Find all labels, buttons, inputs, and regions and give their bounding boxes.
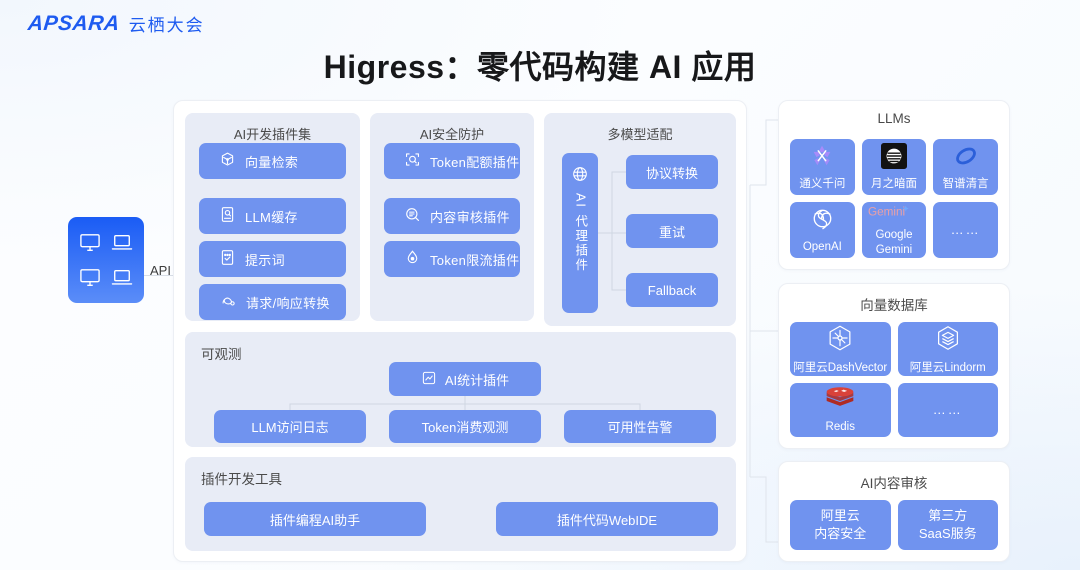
tile-label-line2: 内容安全 (814, 526, 867, 541)
tile-more-vector-db[interactable]: …… (897, 383, 998, 437)
logo-chinese-text: 云栖大会 (128, 16, 205, 35)
tile-openai[interactable]: OpenAI (790, 202, 855, 258)
llms-grid: 通义千问 月之暗面 智谱清言 OpenAI Gemini Google Gemi… (790, 139, 998, 258)
chip-vector-retrieval[interactable]: 向量检索 (199, 143, 346, 179)
api-connector-line (144, 275, 180, 276)
panel-multi-model: 多模型适配 AI 代理插件 协议转换 重试 Fallback (544, 113, 736, 326)
page-title: Higress：零代码构建 AI 应用 (323, 49, 757, 85)
card-llms: LLMs 通义千问 月之暗面 智谱清言 OpenAI Gemini Google… (778, 100, 1010, 270)
chip-protocol-convert[interactable]: 协议转换 (626, 155, 718, 189)
chip-token-quota[interactable]: Token配额插件 (384, 143, 520, 179)
chip-request-response-transform[interactable]: 请求/响应转换 (199, 284, 346, 320)
chip-token-ratelimit[interactable]: Token限流插件 (384, 241, 520, 277)
agent-label: AI 代理插件 (573, 193, 588, 273)
svg-text:Gemini: Gemini (868, 206, 905, 219)
tile-label: OpenAI (802, 240, 842, 253)
tile-label: Google Gemini (875, 229, 913, 256)
tile-label: 阿里云DashVector (793, 362, 888, 374)
tile-label-line2: SaaS服务 (918, 526, 977, 541)
chip-label: AI统计插件 (444, 372, 510, 388)
openai-logo (810, 206, 835, 235)
cache-book-icon (219, 206, 236, 226)
chip-ai-stats-plugin[interactable]: AI统计插件 (389, 362, 541, 396)
card-title-llms: LLMs (877, 111, 911, 126)
panel-observability: 可观测 AI统计插件 LLM访问日志 Token消费观测 可用性告警 (185, 332, 736, 447)
tile-zhipu[interactable]: 智谱清言 (933, 139, 998, 195)
client-devices-block (68, 217, 144, 303)
monitor-icon (79, 268, 101, 288)
tile-qwen[interactable]: 通义千问 (790, 139, 855, 195)
tile-label-line1: 阿里云 (820, 507, 860, 523)
chip-fallback[interactable]: Fallback (626, 273, 718, 307)
vector-cube-icon (219, 151, 236, 171)
panel-ai-security: AI安全防护 内容审核插件 Token限流插件 Token配额插件 (370, 113, 534, 321)
zhipu-logo (953, 143, 979, 173)
card-vector-db: 向量数据库 阿里云DashVector 阿里云Lindorm Redis …… (778, 283, 1010, 449)
panel-ai-dev-plugins: AI开发插件集 LLM缓存 提示词 请求/响应转换 向量检索 (185, 113, 360, 321)
chip-availability-alert[interactable]: 可用性告警 (564, 410, 716, 443)
panel-title-observability: 可观测 (201, 347, 242, 362)
laptop-icon (111, 233, 133, 253)
tile-more-llms[interactable]: …… (933, 202, 998, 258)
panel-title-plugin-tools: 插件开发工具 (201, 472, 282, 487)
brand-logo: APSARA 云栖大会 (26, 11, 205, 36)
prompt-note-icon (219, 249, 236, 269)
chip-llm-access-log[interactable]: LLM访问日志 (214, 410, 366, 443)
chip-ai-agent-plugin[interactable]: AI 代理插件 (562, 153, 598, 313)
chip-token-consumption[interactable]: Token消费观测 (389, 410, 541, 443)
tile-label: 通义千问 (799, 178, 846, 190)
panel-plugin-dev-tools: 插件开发工具 插件编程AI助手 插件代码WebIDE (185, 457, 736, 551)
chip-label: Token限流插件 (430, 252, 520, 268)
card-title-ai-moderation: AI内容审核 (860, 476, 928, 491)
droplet-icon (404, 249, 421, 269)
chip-content-audit[interactable]: 内容审核插件 (384, 198, 520, 234)
logo-apsara-text: APSARA (26, 11, 121, 35)
chip-label: 向量检索 (245, 154, 299, 170)
quota-scan-icon (404, 151, 421, 171)
chip-plugin-webide[interactable]: 插件代码WebIDE (496, 502, 718, 536)
chip-label: LLM缓存 (245, 209, 298, 225)
card-ai-moderation: AI内容审核 阿里云 内容安全 第三方 SaaS服务 (778, 461, 1010, 562)
moderation-grid: 阿里云 内容安全 第三方 SaaS服务 (790, 500, 998, 550)
redis-logo (824, 386, 856, 416)
moonshot-logo (880, 142, 907, 173)
chart-icon (421, 370, 437, 389)
tile-label: Redis (825, 421, 855, 433)
tile-moonshot[interactable]: 月之暗面 (861, 139, 927, 195)
lindorm-logo (933, 323, 963, 357)
tile-redis[interactable]: Redis (790, 383, 891, 437)
chip-plugin-ai-assistant[interactable]: 插件编程AI助手 (204, 502, 426, 536)
chip-retry[interactable]: 重试 (626, 214, 718, 248)
tile-thirdparty-saas[interactable]: 第三方 SaaS服务 (897, 500, 998, 550)
transform-icon (219, 292, 237, 312)
qwen-logo (809, 143, 835, 173)
chip-label: 提示词 (245, 252, 285, 268)
tile-label-line1: 第三方 (928, 507, 968, 523)
panel-title-ai-security: AI安全防护 (419, 127, 485, 142)
content-audit-icon (404, 206, 421, 226)
api-label: API (150, 263, 171, 278)
higress-core-panel: AI开发插件集 LLM缓存 提示词 请求/响应转换 向量检索 AI安全防护 内容… (173, 100, 747, 562)
card-title-vector-db: 向量数据库 (860, 298, 928, 313)
tile-label: 月之暗面 (870, 178, 917, 190)
chip-prompt[interactable]: 提示词 (199, 241, 346, 277)
tile-dashvector[interactable]: 阿里云DashVector (790, 322, 891, 376)
monitor-icon (79, 233, 101, 253)
laptop-icon (111, 268, 133, 288)
tile-lindorm[interactable]: 阿里云Lindorm (897, 322, 998, 376)
chip-llm-cache[interactable]: LLM缓存 (199, 198, 346, 234)
tile-label: 阿里云Lindorm (909, 362, 986, 374)
tile-gemini[interactable]: Gemini Google Gemini (861, 202, 927, 258)
tile-aliyun-content-security[interactable]: 阿里云 内容安全 (790, 500, 891, 550)
chip-label: 内容审核插件 (430, 209, 510, 225)
globe-icon (571, 165, 589, 188)
chip-label: Token配额插件 (430, 154, 520, 170)
panel-title-ai-dev: AI开发插件集 (233, 127, 312, 142)
dashvector-logo (825, 323, 855, 357)
gemini-logo: Gemini (868, 203, 920, 224)
panel-title-multi-model: 多模型适配 (607, 127, 673, 142)
vector-db-grid: 阿里云DashVector 阿里云Lindorm Redis …… (790, 322, 998, 437)
tile-label: 智谱清言 (942, 178, 989, 190)
chip-label: 请求/响应转换 (246, 295, 330, 311)
